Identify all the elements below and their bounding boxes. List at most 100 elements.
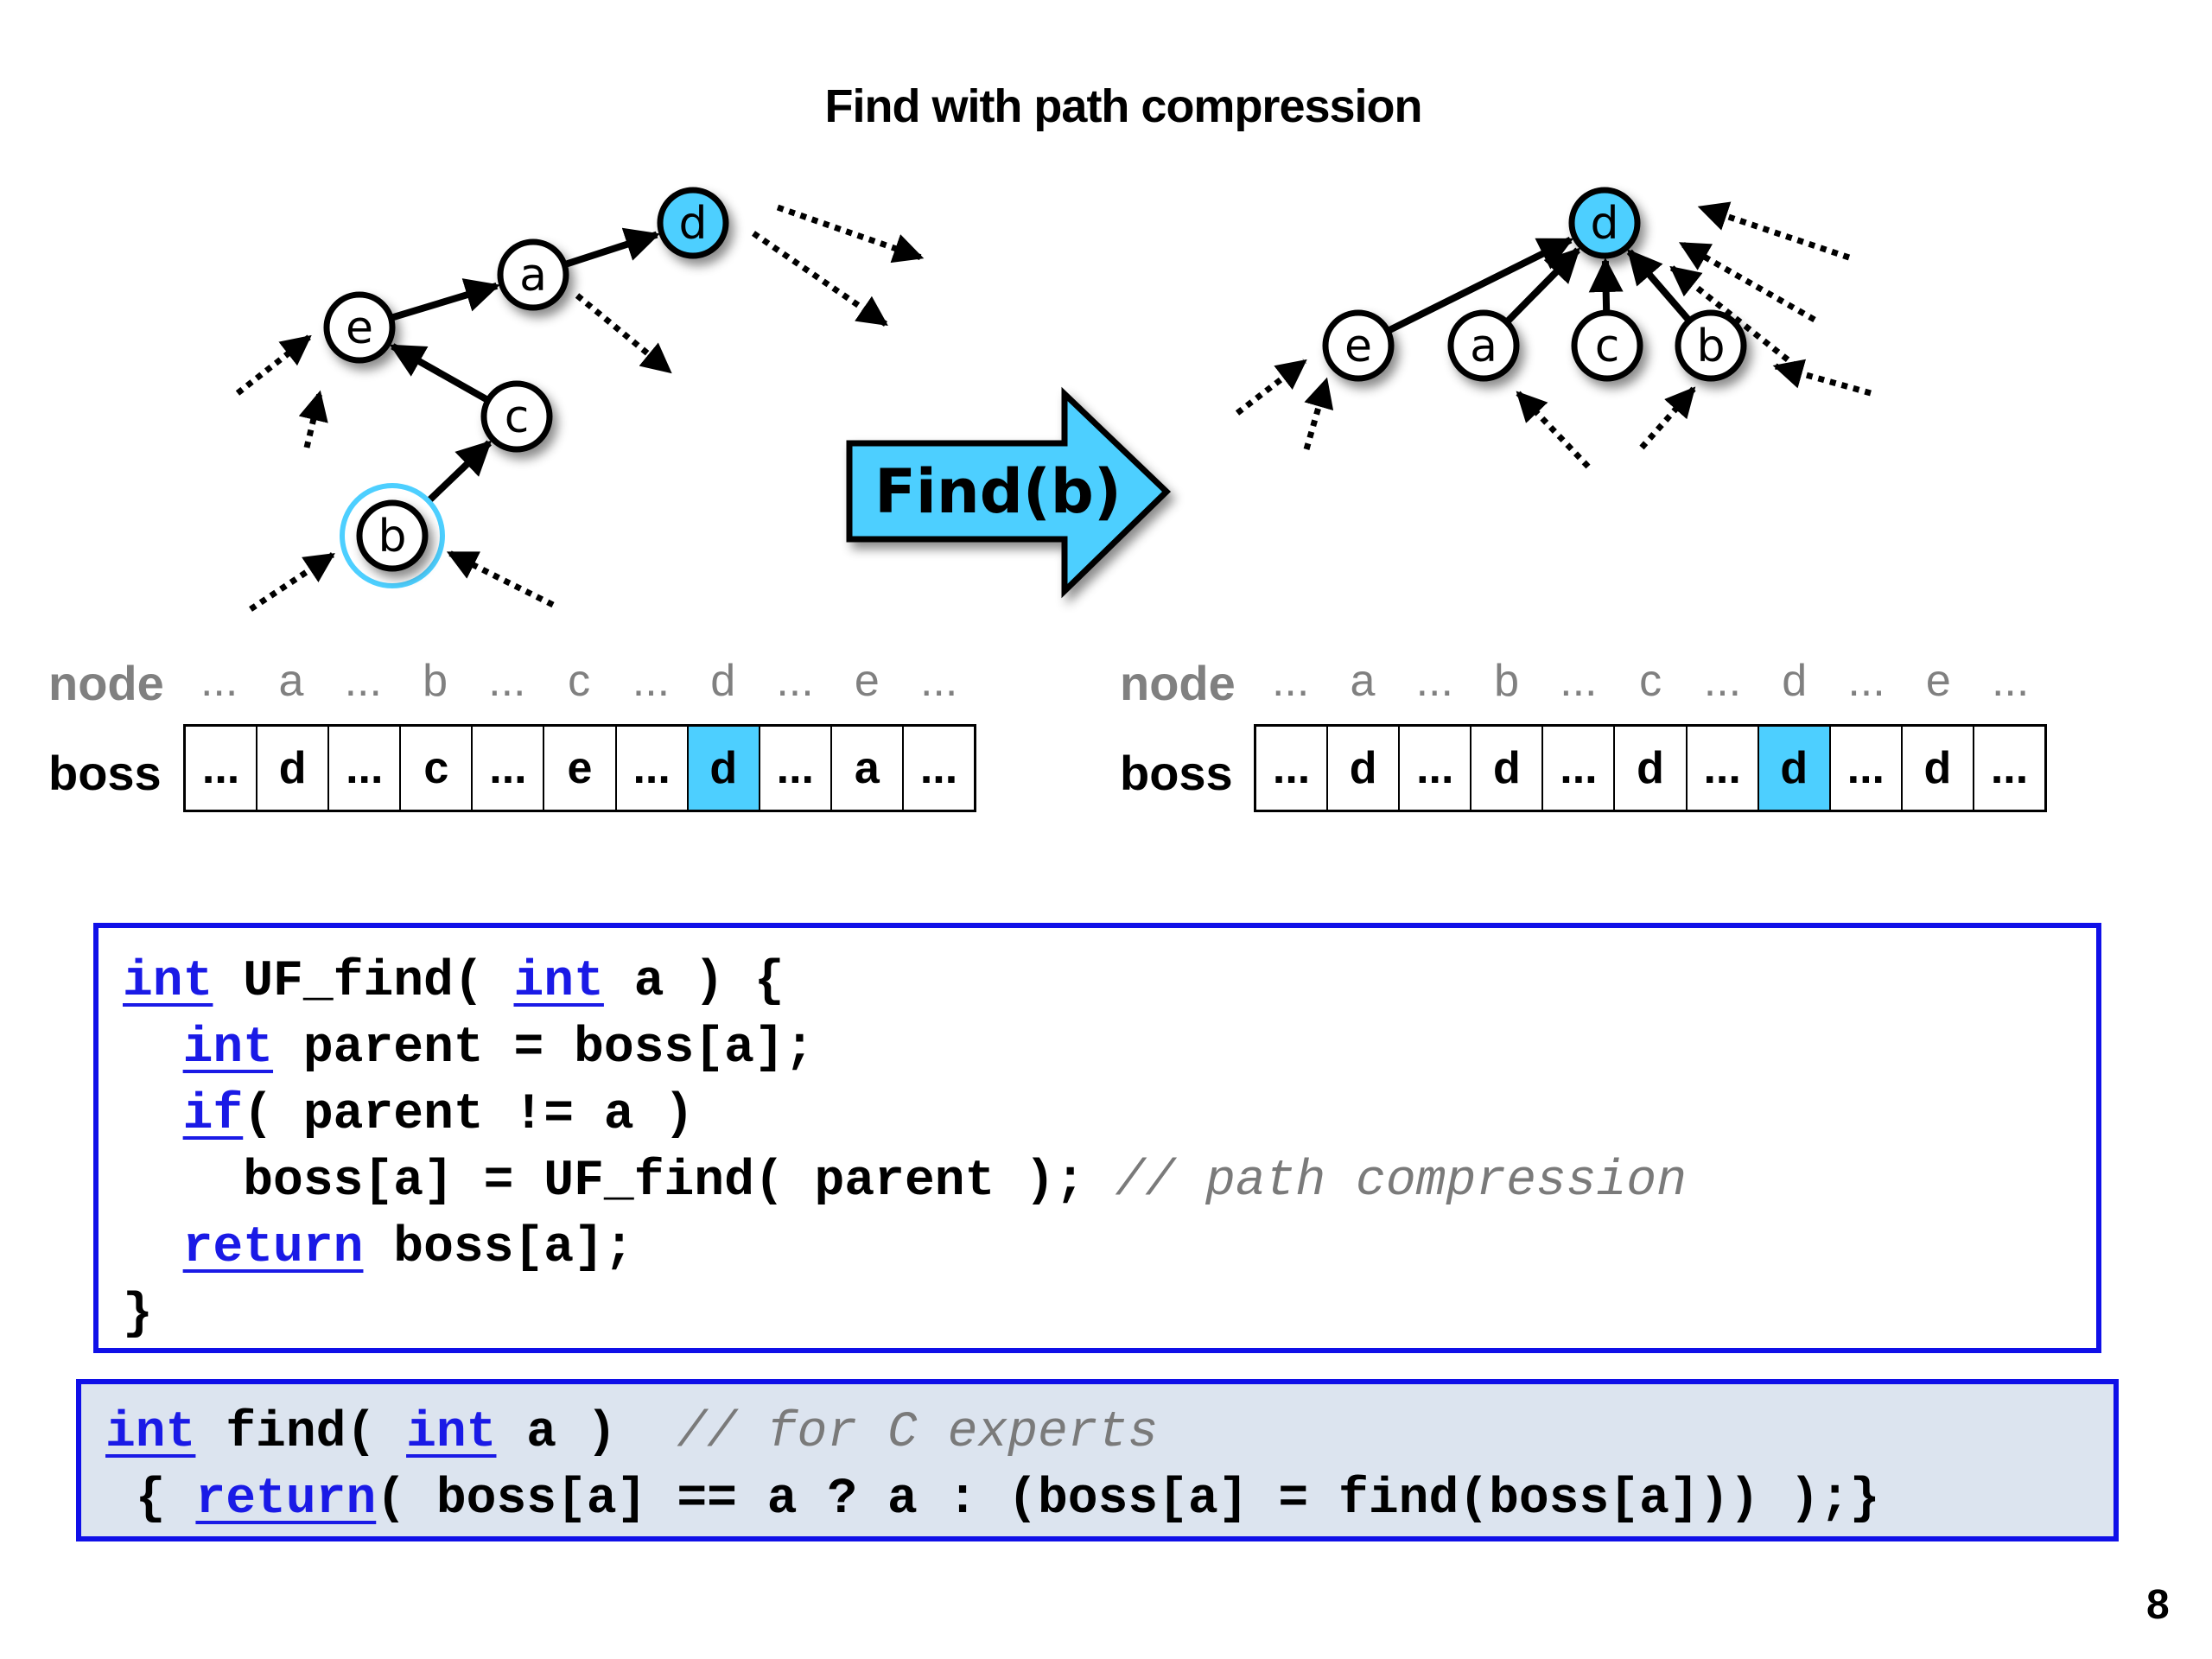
- code-comment: // for C experts: [677, 1405, 1159, 1461]
- code-keyword: int: [182, 1020, 274, 1077]
- dotted-pointer-arrow: [446, 550, 555, 608]
- uf-find-code-box: int UF_find( int a ) { int parent = boss…: [93, 923, 2101, 1353]
- before-boss-cell: ...: [186, 727, 258, 810]
- before-node-header-cell: a: [278, 656, 304, 706]
- after-boss-cell: ...: [1256, 727, 1329, 810]
- after-node-label: a: [1470, 321, 1497, 372]
- code-text: [123, 1020, 183, 1077]
- before-node-header-cell: d: [710, 656, 736, 706]
- find-arrow-label: Find(b): [874, 456, 1122, 527]
- after-node-header-cell: ...: [1415, 656, 1453, 706]
- after-node-header-cell: b: [1494, 656, 1519, 706]
- after-node-d: d: [1568, 187, 1641, 259]
- dotted-pointer-arrow: [1669, 265, 1800, 370]
- before-edge-a-to-d: [563, 227, 660, 269]
- after-node-header-cell: d: [1782, 656, 1808, 706]
- after-boss-cell: d: [1758, 727, 1831, 810]
- code-comment: // path compression: [1115, 1154, 1687, 1210]
- page-number: 8: [2146, 1582, 2170, 1628]
- after-boss-cell: d: [1902, 727, 1974, 810]
- code-text: ( parent != a ): [243, 1087, 695, 1143]
- after-node-a: a: [1447, 309, 1520, 382]
- code-keyword: int: [123, 954, 213, 1010]
- code-text: [123, 1087, 183, 1143]
- dotted-pointer-arrow: [298, 390, 328, 448]
- before-node-header-cell: e: [854, 656, 880, 706]
- before-node-header-cell: ...: [776, 656, 814, 706]
- before-node-label: e: [346, 302, 373, 354]
- before-node-header-cell: ...: [632, 656, 671, 706]
- before-boss-cell: a: [831, 727, 904, 810]
- code-line: int parent = boss[a];: [123, 1015, 2096, 1082]
- find-operation-arrow: Find(b): [846, 386, 1172, 599]
- after-edge-a-to-d: [1503, 247, 1580, 325]
- after-node-label: d: [1590, 198, 1618, 250]
- after-edge-b-to-d: [1626, 249, 1693, 323]
- after-node-header-row: node...a...b...c...d...e...: [1120, 655, 2046, 710]
- code-keyword: return: [182, 1220, 364, 1276]
- dotted-pointer-arrow: [1678, 240, 1816, 323]
- code-keyword: int: [105, 1405, 196, 1461]
- dotted-pointer-arrow: [1303, 377, 1334, 450]
- code-keyword: int: [406, 1405, 497, 1461]
- dotted-pointer-arrow: [1639, 386, 1696, 450]
- code-line: boss[a] = UF_find( parent ); // path com…: [123, 1148, 2096, 1215]
- after-boss-cell: ...: [1830, 727, 1903, 810]
- before-node-label: b: [378, 511, 406, 563]
- expert-find-code: int find( int a ) // for C experts { ret…: [105, 1400, 2113, 1533]
- before-boss-cell: ...: [329, 727, 402, 810]
- after-boss-cell: ...: [1400, 727, 1472, 810]
- before-edge-e-to-a: [390, 278, 500, 321]
- after-node-header-cell: ...: [1847, 656, 1885, 706]
- before-boss-cell: d: [688, 727, 760, 810]
- code-keyword: int: [513, 954, 604, 1010]
- before-node-header-cell: ...: [919, 656, 958, 706]
- code-text: a ) {: [603, 954, 785, 1010]
- code-text: boss[a] = UF_find( parent );: [123, 1154, 1116, 1210]
- code-line: int UF_find( int a ) {: [123, 949, 2096, 1015]
- after-node-header-cell: ...: [1560, 656, 1598, 706]
- code-line: int find( int a ) // for C experts: [105, 1400, 2113, 1466]
- code-text: a ): [496, 1405, 677, 1461]
- after-node-header-cell: e: [1925, 656, 1951, 706]
- dotted-pointer-arrow: [1697, 201, 1851, 261]
- slide-title: Find with path compression: [824, 80, 1422, 132]
- before-node-label: node: [48, 656, 164, 710]
- before-node-d: d: [657, 187, 729, 259]
- before-node-header-cell: ...: [344, 656, 382, 706]
- before-edge-c-to-e: [389, 343, 490, 404]
- before-boss-array: ...d...c...e...d...a...: [183, 724, 976, 812]
- after-node-header-cell: a: [1350, 656, 1376, 706]
- before-node-header-cell: ...: [488, 656, 526, 706]
- code-line: if( parent != a ): [123, 1082, 2096, 1148]
- before-node-header-cell: b: [423, 656, 448, 706]
- after-boss-cell: ...: [1543, 727, 1616, 810]
- before-boss-cell: d: [257, 727, 330, 810]
- after-node-c: c: [1571, 309, 1643, 382]
- code-text: [123, 1220, 183, 1276]
- code-text: find(: [195, 1405, 407, 1461]
- code-keyword: return: [195, 1471, 377, 1528]
- after-boss-cell: ...: [1687, 727, 1759, 810]
- dotted-pointer-arrow: [1516, 391, 1591, 469]
- dotted-pointer-arrow: [752, 231, 888, 327]
- before-boss-cell: c: [401, 727, 474, 810]
- after-edge-c-to-d: [1588, 257, 1624, 314]
- after-boss-cell: ...: [1974, 727, 2045, 810]
- code-line: }: [123, 1281, 2096, 1348]
- before-boss-cell: ...: [903, 727, 975, 810]
- before-boss-cell: ...: [616, 727, 689, 810]
- code-text: parent = boss[a];: [273, 1020, 815, 1077]
- after-node-header-cell: ...: [1991, 656, 2030, 706]
- code-line: { return( boss[a] == a ? a : (boss[a] = …: [105, 1466, 2113, 1533]
- before-node-header-cell: ...: [200, 656, 238, 706]
- before-boss-label: boss: [48, 746, 162, 800]
- before-node-a: a: [497, 238, 569, 311]
- dotted-pointer-arrow: [1772, 359, 1872, 397]
- dotted-pointer-arrow: [776, 204, 925, 264]
- after-node-label: node: [1120, 656, 1236, 710]
- before-boss-cell: ...: [760, 727, 832, 810]
- after-boss-cell: d: [1328, 727, 1401, 810]
